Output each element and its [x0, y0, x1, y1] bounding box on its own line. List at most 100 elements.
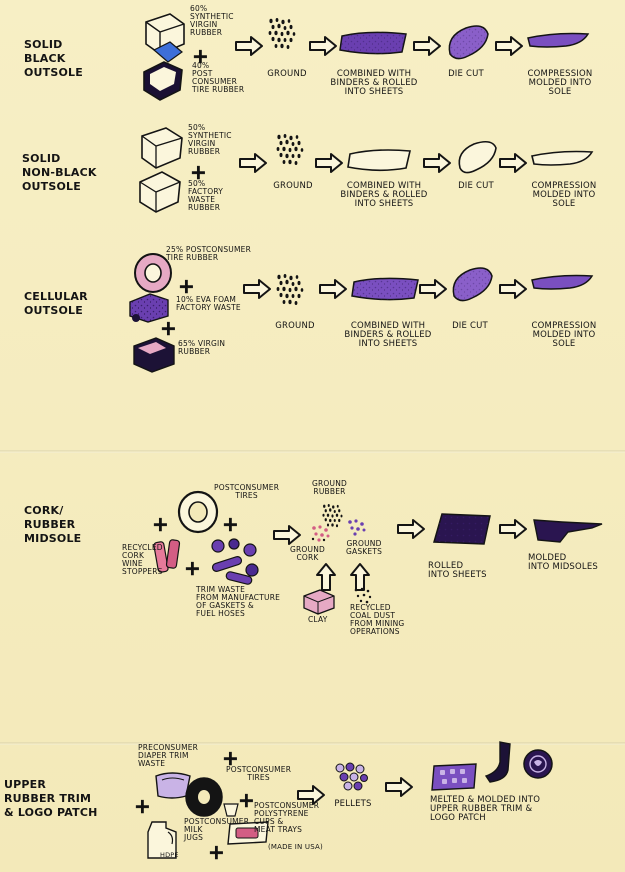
step-melted-molded: MELTED & MOLDED INTO UPPER RUBBER TRIM &…	[430, 795, 541, 823]
ground-gaskets-particles-icon	[348, 519, 366, 536]
gasket-waste-icon	[211, 538, 259, 585]
arrow-right-icon	[397, 519, 425, 539]
paper-fold-line	[0, 450, 625, 453]
plus-icon: +	[192, 44, 209, 68]
eva-foam-icon	[129, 293, 169, 323]
ground-particles-icon	[322, 504, 343, 528]
arrow-right-icon	[309, 36, 337, 56]
arrow-right-icon	[499, 519, 527, 539]
step-combined: COMBINED WITH BINDERS & ROLLED INTO SHEE…	[344, 321, 432, 349]
rolled-sheet-icon	[433, 513, 491, 545]
molded-sole-icon	[531, 274, 594, 290]
arrow-right-icon	[499, 153, 527, 173]
logo-patch-icon	[523, 749, 553, 779]
arrow-right-icon	[385, 777, 413, 797]
ground-cork-particles-icon	[311, 525, 330, 542]
input-label-diaper-waste: PRECONSUMER DIAPER TRIM WASTE	[138, 743, 199, 768]
heel-trim-icon	[484, 741, 511, 783]
hdpe-label: HDPE	[160, 851, 179, 859]
tire-ring-icon	[185, 777, 223, 817]
arrow-right-icon	[239, 153, 267, 173]
step-die-cut: DIE CUT	[452, 321, 488, 331]
input-label-factory-waste: 50% FACTORY WASTE RUBBER	[188, 179, 224, 212]
row-title-solid-black: SOLID BLACK OUTSOLE	[24, 38, 83, 79]
plus-icon: +	[178, 274, 195, 298]
input-label-tire-rubber: 40% POST CONSUMER TIRE RUBBER	[192, 61, 245, 94]
plus-icon: +	[184, 556, 201, 580]
tire-ring-icon	[134, 253, 172, 293]
coal-dust-icon	[354, 587, 372, 604]
row-title-cork-midsole: CORK/ RUBBER MIDSOLE	[24, 504, 82, 545]
step-combined: COMBINED WITH BINDERS & ROLLED INTO SHEE…	[330, 69, 418, 97]
step-compression: COMPRESSION MOLDED INTO SOLE	[531, 321, 597, 349]
pellets-icon	[335, 762, 368, 791]
tire-ring-icon	[177, 490, 219, 534]
input-label-coal-dust: RECYCLED COAL DUST FROM MINING OPERATION…	[350, 603, 405, 636]
ground-particles-icon	[268, 18, 296, 49]
input-label-tire-rubber: 25% POSTCONSUMER TIRE RUBBER	[166, 245, 252, 262]
cup-icon	[223, 803, 239, 817]
molded-sole-icon	[531, 150, 594, 166]
plus-icon: +	[160, 316, 177, 340]
meat-tray-icon	[227, 821, 269, 845]
ground-particles-icon	[276, 274, 304, 305]
rubber-block-icon	[139, 127, 183, 213]
row-title-upper-trim: UPPER RUBBER TRIM & LOGO PATCH	[4, 778, 98, 819]
ground-cork-label: GROUND CORK	[290, 545, 326, 562]
input-label-eva-foam: 10% EVA FOAM FACTORY WASTE	[176, 295, 241, 312]
clay-block-icon	[303, 589, 335, 615]
arrow-right-icon	[419, 279, 447, 299]
rubber-sheet-icon	[347, 149, 411, 172]
arrow-right-icon	[273, 525, 301, 545]
input-label-trim-waste: TRIM WASTE FROM MANUFACTURE OF GASKETS &…	[196, 585, 281, 618]
ground-particles-icon	[276, 134, 304, 165]
step-molded-midsole: MOLDED INTO MIDSOLES	[528, 553, 599, 572]
step-die-cut: DIE CUT	[458, 181, 494, 191]
input-label-clay: CLAY	[308, 615, 328, 624]
die-cut-shape-icon	[452, 267, 493, 302]
step-combined: COMBINED WITH BINDERS & ROLLED INTO SHEE…	[340, 181, 428, 209]
die-cut-shape-icon	[448, 25, 489, 60]
step-compression: COMPRESSION MOLDED INTO SOLE	[531, 181, 597, 209]
step-ground: GROUND	[267, 69, 307, 79]
input-label-virgin-rubber: 50% SYNTHETIC VIRGIN RUBBER	[188, 123, 232, 156]
plus-icon: +	[134, 794, 151, 818]
made-in-usa-label: (MADE IN USA)	[268, 843, 323, 851]
molded-midsole-icon	[533, 519, 603, 543]
plus-icon: +	[208, 840, 225, 864]
ground-gaskets-label: GROUND GASKETS	[346, 539, 383, 556]
row-title-cellular: CELLULAR OUTSOLE	[24, 290, 88, 317]
input-label-tires: POSTCONSUMER TIRES	[226, 765, 292, 782]
input-label-polystyrene: POSTCONSUMER POLYSTYRENE CUPS & MEAT TRA…	[254, 801, 320, 834]
rubber-sheet-icon	[339, 31, 407, 55]
input-label-cork: RECYCLED CORK WINE STOPPERS	[122, 543, 163, 576]
input-label-milk-jugs: POSTCONSUMER MILK JUGS	[184, 817, 250, 842]
input-label-virgin-rubber: 60% SYNTHETIC VIRGIN RUBBER	[190, 4, 234, 37]
step-die-cut: DIE CUT	[448, 69, 484, 79]
arrow-right-icon	[297, 785, 325, 805]
arrow-right-icon	[423, 153, 451, 173]
rubber-sheet-icon	[351, 277, 419, 301]
step-ground: GROUND	[273, 181, 313, 191]
rubber-block-icon	[143, 13, 185, 101]
arrow-right-icon	[315, 153, 343, 173]
molded-sole-icon	[527, 32, 590, 48]
arrow-right-icon	[319, 279, 347, 299]
step-compression: COMPRESSION MOLDED INTO SOLE	[527, 69, 593, 97]
paper-fold-line	[0, 742, 625, 745]
milk-jug-icon	[147, 821, 177, 859]
input-label-virgin-rubber: 65% VIRGIN RUBBER	[178, 339, 226, 356]
arrow-right-icon	[413, 36, 441, 56]
step-rolled: ROLLED INTO SHEETS	[428, 561, 487, 580]
step-pellets: PELLETS	[334, 799, 372, 809]
ground-rubber-label: GROUND RUBBER	[312, 479, 348, 496]
input-label-tires: POSTCONSUMER TIRES	[214, 483, 280, 500]
cork-stopper-icon	[153, 539, 181, 573]
arrow-right-icon	[495, 36, 523, 56]
arrow-right-icon	[243, 279, 271, 299]
plus-icon: +	[222, 512, 239, 536]
arrow-right-icon	[235, 36, 263, 56]
step-ground: GROUND	[275, 321, 315, 331]
die-cut-shape-icon	[458, 140, 497, 174]
